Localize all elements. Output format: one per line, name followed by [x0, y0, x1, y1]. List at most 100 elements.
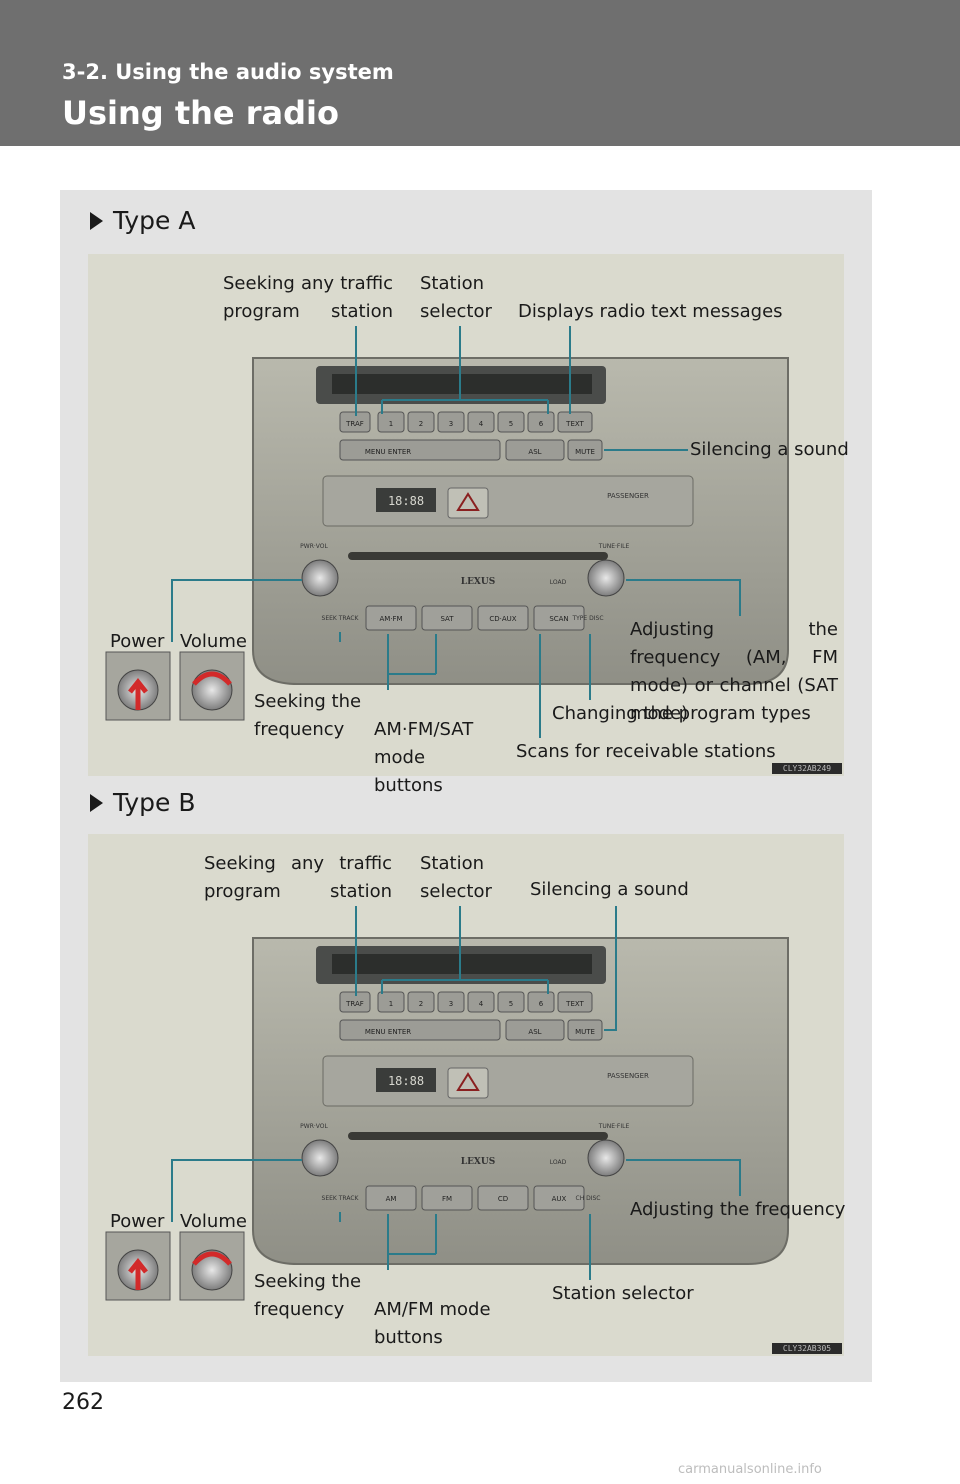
- label-radio-text: Displays radio text messages: [518, 301, 783, 322]
- mode-button-1: [421, 605, 473, 631]
- label-station-selector: Station selector: [420, 853, 492, 902]
- mode-button-3: [533, 1185, 585, 1211]
- press-arrow-icon: [128, 1257, 148, 1290]
- mode-button-label: SAT: [440, 615, 454, 623]
- mute-button: [567, 1019, 603, 1041]
- label-station-selector-2: Station selector: [552, 1283, 694, 1304]
- leader-line: [171, 579, 302, 642]
- mute-button-label: MUTE: [575, 448, 595, 456]
- power-volume-knob-label: PWR·VOL: [300, 543, 328, 550]
- preset-button-4: [467, 411, 495, 433]
- mode-button-label: CD·AUX: [489, 615, 516, 623]
- traf-button-label: TRAF: [345, 1000, 364, 1008]
- passenger-indicator: PASSENGER: [607, 492, 649, 500]
- mode-button-3: [533, 605, 585, 631]
- tune-knob-label: TUNE·FILE: [598, 1123, 630, 1130]
- mode-button-label: FM: [442, 1195, 452, 1203]
- type-b-heading: Type B: [90, 788, 196, 817]
- preset-button-label: 6: [539, 420, 544, 428]
- text-button: [557, 991, 593, 1013]
- clock-display: [376, 488, 436, 512]
- type-a-heading: Type A: [90, 206, 195, 235]
- display-segments: [332, 954, 592, 974]
- mode-button-0: [365, 605, 417, 631]
- preset-button-5: [497, 411, 525, 433]
- triangle-bullet-icon: [90, 794, 103, 812]
- figure-code: CLY32AB305: [772, 1343, 842, 1354]
- clock-display: [376, 1068, 436, 1092]
- label-adjusting: Adjusting the frequency: [630, 1199, 846, 1220]
- clock-readout: 18:88: [388, 494, 424, 508]
- turn-arrow-icon: [192, 671, 232, 686]
- cd-slot: [348, 1132, 608, 1140]
- mode-button-2: [477, 1185, 529, 1211]
- asl-button-label: ASL: [528, 1028, 541, 1036]
- power-volume-knob: [301, 1139, 339, 1177]
- passenger-indicator: PASSENGER: [607, 1072, 649, 1080]
- preset-button-label: 1: [389, 1000, 393, 1008]
- label-volume: Volume: [180, 631, 247, 652]
- mode-button-label: AM: [386, 1195, 397, 1203]
- preset-button-label: 3: [449, 420, 453, 428]
- preset-button-3: [437, 991, 465, 1013]
- text-button-label: TEXT: [565, 1000, 584, 1008]
- label-traffic: Seeking any traffic program station: [204, 853, 392, 902]
- cd-slot: [348, 552, 608, 560]
- label-seeking-frequency: Seeking the frequency: [254, 1271, 362, 1320]
- preset-button-6: [527, 411, 555, 433]
- leader-line: [604, 906, 617, 1031]
- preset-button-2: [407, 411, 435, 433]
- preset-button-5: [497, 991, 525, 1013]
- seek-button: SEEK TRACK: [322, 615, 360, 622]
- preset-button-label: 4: [479, 420, 484, 428]
- preset-button-label: 1: [389, 420, 393, 428]
- preset-button-6: [527, 991, 555, 1013]
- label-program-types: Changing the program types: [552, 703, 811, 724]
- label-scans: Scans for receivable stations: [516, 741, 776, 762]
- clock-readout: 18:88: [388, 1074, 424, 1088]
- text-button-label: TEXT: [565, 420, 584, 428]
- preset-button-3: [437, 411, 465, 433]
- label-traffic: Seeking any traffic program station: [223, 273, 393, 322]
- page-number: 262: [62, 1390, 104, 1415]
- leader-line: [387, 634, 437, 690]
- label-adjusting: Adjusting the frequency (AM, FM mode) or…: [630, 619, 838, 724]
- turn-arrow-icon: [192, 1251, 232, 1266]
- label-station-selector: Station selector: [420, 273, 492, 322]
- leader-line: [626, 579, 741, 616]
- preset-button-2: [407, 991, 435, 1013]
- label-mode-buttons: AM/FM mode buttons: [374, 1299, 491, 1348]
- preset-button-label: 2: [419, 1000, 423, 1008]
- leader-line: [381, 906, 549, 994]
- mode-button-label: SCAN: [549, 615, 568, 623]
- leader-line: [381, 326, 549, 414]
- brand-logo: LEXUS: [461, 577, 496, 587]
- power-volume-knob: [301, 559, 339, 597]
- preset-button-label: 3: [449, 1000, 453, 1008]
- menu-button-label: MENU ENTER: [365, 1028, 411, 1036]
- mute-button: [567, 439, 603, 461]
- hazard-icon: [456, 492, 480, 511]
- preset-button-1: [377, 991, 405, 1013]
- preset-button-label: 5: [509, 1000, 513, 1008]
- seek-button: SEEK TRACK: [322, 1195, 360, 1202]
- mode-button-1: [421, 1185, 473, 1211]
- label-silencing: Silencing a sound: [690, 439, 849, 460]
- type-button: CH DISC: [576, 1195, 601, 1202]
- triangle-bullet-icon: [90, 212, 103, 230]
- mode-button-label: AUX: [552, 1195, 567, 1203]
- tune-knob: [587, 1139, 625, 1177]
- preset-button-label: 4: [479, 1000, 484, 1008]
- preset-button-4: [467, 991, 495, 1013]
- header-bar: 3-2. Using the audio system Using the ra…: [0, 0, 960, 146]
- text-button: [557, 411, 593, 433]
- leader-line: [626, 1159, 741, 1196]
- load-button: LOAD: [550, 579, 567, 586]
- load-button: LOAD: [550, 1159, 567, 1166]
- preset-button-label: 5: [509, 420, 513, 428]
- label-power: Power: [110, 631, 165, 652]
- menu-button-label: MENU ENTER: [365, 448, 411, 456]
